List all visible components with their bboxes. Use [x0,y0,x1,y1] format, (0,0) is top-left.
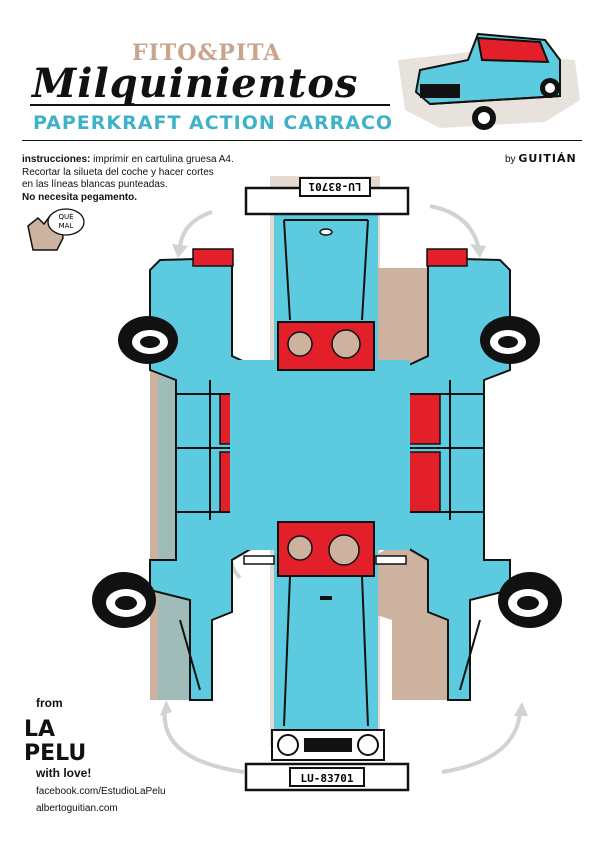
hand-with-bubble: QUÉ MAL [27,208,85,251]
arrow-bottom-right [441,711,522,774]
instructions-line-3: en las líneas blancas punteadas. [22,179,168,190]
car-preview-illustration [398,32,580,130]
byline-prefix: by [505,154,516,165]
instructions-line-4: No necesita pegamento. [22,191,138,203]
footer-with-love: with love! [36,766,92,780]
la-pelu-logo: LA PELU [24,717,86,764]
footer-from: from [36,696,63,710]
bubble-text-1: QUÉ [58,212,73,221]
brand-subtitle: FITO&PITA [132,40,282,66]
title-underline [30,104,390,106]
header-divider [22,140,582,141]
instructions: instrucciones: imprimir en cartulina gru… [22,154,322,204]
instructions-line-1: imprimir en cartulina gruesa A4. [90,154,234,165]
arrow-top-left [178,210,213,249]
instructions-label: instrucciones: [22,154,91,165]
arrow-top-right [429,204,480,247]
facebook-link[interactable]: facebook.com/EstudioLaPelu [36,786,166,797]
rear-bumper-tab: LU-83701 [244,177,410,216]
front-grille: LU-83701 [244,729,410,792]
instructions-line-2: Recortar la silueta del coche y hacer co… [22,166,214,178]
bubble-text-2: MAL [59,222,74,230]
tagline: PAPERKRAFT ACTION CARRACO [33,112,394,134]
center-body-strip [230,176,410,750]
byline-author: GUITIÁN [518,152,577,165]
arrow-bottom-left [162,709,245,774]
website-link[interactable]: albertoguitian.com [36,803,118,814]
rear-license-plate: LU-83701 [308,180,361,193]
page-title: Milquinientos [32,60,359,107]
front-license-plate: LU-83701 [301,772,354,785]
byline: by GUITIÁN [505,152,577,165]
logo-line-2: PELU [24,741,86,764]
logo-line-1: LA [24,717,55,742]
